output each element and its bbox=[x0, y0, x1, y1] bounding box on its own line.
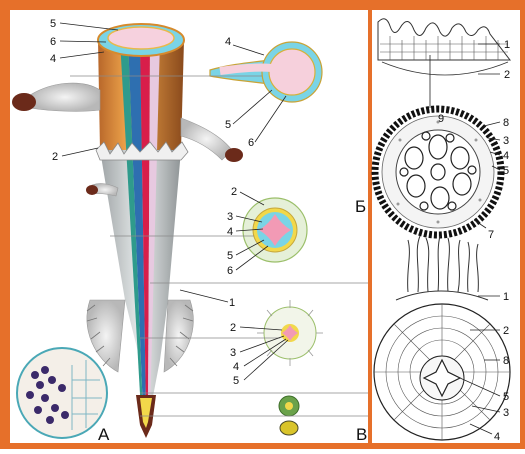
label-8-v: 8 bbox=[503, 355, 509, 367]
label-4-top: 4 bbox=[50, 53, 56, 65]
panel-b-letter: Б bbox=[355, 197, 366, 216]
label-3-v: 3 bbox=[503, 407, 509, 419]
label-5-top: 5 bbox=[50, 18, 56, 30]
label-9-b: 9 bbox=[438, 113, 444, 125]
label-1-b: 1 bbox=[504, 39, 510, 51]
label-4-hairy: 4 bbox=[233, 361, 239, 373]
label-5-b: 5 bbox=[503, 165, 509, 177]
label-1-v: 1 bbox=[503, 291, 509, 303]
section-4-small bbox=[279, 396, 299, 416]
panel-b-cross-section bbox=[375, 109, 501, 235]
label-5-keyhole: 5 bbox=[225, 119, 231, 131]
label-2-b: 2 bbox=[504, 69, 510, 81]
panel-v-letter: В bbox=[356, 425, 367, 444]
label-2-section: 2 bbox=[231, 186, 237, 198]
label-6-section: 6 bbox=[227, 265, 233, 277]
label-5-hairy: 5 bbox=[233, 375, 239, 387]
label-3-section: 3 bbox=[227, 211, 233, 223]
label-4-v: 4 bbox=[494, 431, 500, 443]
panel-v-cross-section bbox=[374, 304, 510, 440]
panel-a-letter: А bbox=[98, 425, 110, 444]
label-5-section: 5 bbox=[227, 250, 233, 262]
section-5-tip bbox=[280, 421, 298, 435]
label-4-keyhole: 4 bbox=[225, 36, 231, 48]
label-7-b: 7 bbox=[488, 229, 494, 241]
label-6-keyhole: 6 bbox=[248, 137, 254, 149]
label-2-hairy: 2 bbox=[230, 322, 236, 334]
label-8-b: 8 bbox=[503, 117, 509, 129]
cell-magnification-circle bbox=[17, 348, 107, 438]
label-2-v: 2 bbox=[503, 325, 509, 337]
label-1-hairy: 1 bbox=[229, 297, 235, 309]
label-5-v: 5 bbox=[503, 391, 509, 403]
label-4-section: 4 bbox=[227, 226, 233, 238]
label-4-b: 4 bbox=[503, 150, 509, 162]
label-3-b: 3 bbox=[503, 135, 509, 147]
label-2-left: 2 bbox=[52, 151, 58, 163]
label-6-top: 6 bbox=[50, 36, 56, 48]
label-3-hairy: 3 bbox=[230, 347, 236, 359]
